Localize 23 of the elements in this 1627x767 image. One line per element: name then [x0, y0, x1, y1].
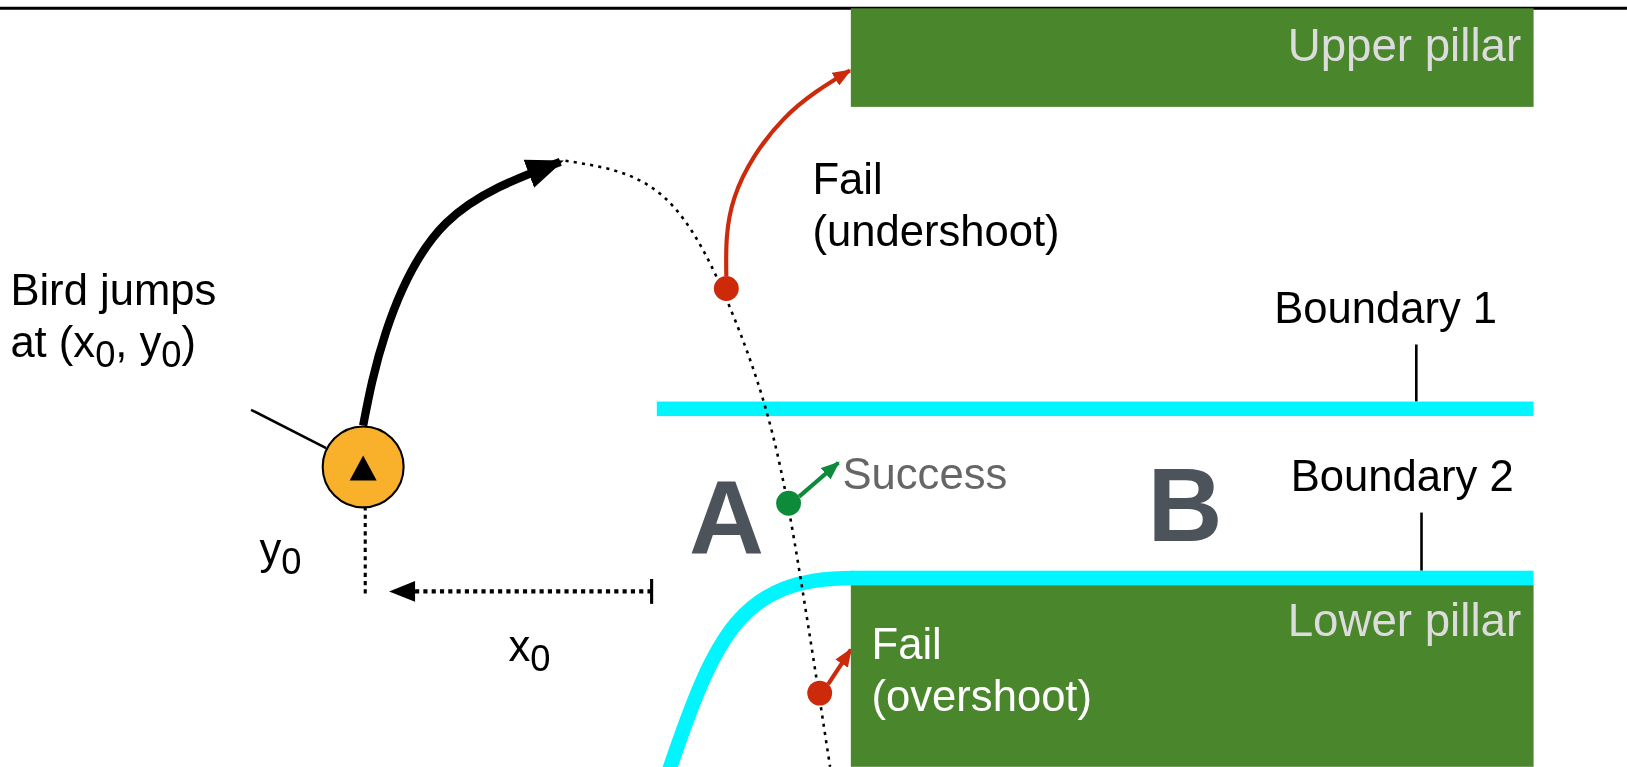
boundary-label: Boundary 1: [1274, 282, 1596, 343]
point-marker: [776, 490, 802, 516]
dimension-label: x$_{0}$: [508, 620, 551, 680]
arrow: [724, 68, 852, 277]
arrow: [797, 461, 840, 499]
point-marker: [807, 680, 833, 706]
region-letter: B: [1147, 452, 1223, 557]
annotation-text: Bird jumps at (x$_{0}$, y$_{0}$): [10, 264, 252, 410]
region-letter: A: [688, 464, 764, 569]
pillar-label: Lower pillar: [1287, 593, 1522, 648]
boundary-label: Boundary 2: [1290, 450, 1603, 511]
leader-line: [1415, 344, 1418, 402]
point-marker: [713, 276, 739, 301]
outcome-label: Success: [842, 448, 1082, 507]
arrow: [359, 158, 564, 427]
dimension-label: y$_{0}$: [259, 524, 302, 583]
outcome-label: Fail (overshoot): [850, 618, 1152, 733]
pillar-label: Upper pillar: [1287, 18, 1522, 73]
leader-line: [250, 408, 327, 450]
upper-pillar: [850, 8, 1534, 107]
annotation-text: Fail (undershoot): [812, 153, 1061, 257]
leader-line: [1420, 512, 1423, 571]
lower-pillar: [850, 585, 1534, 767]
